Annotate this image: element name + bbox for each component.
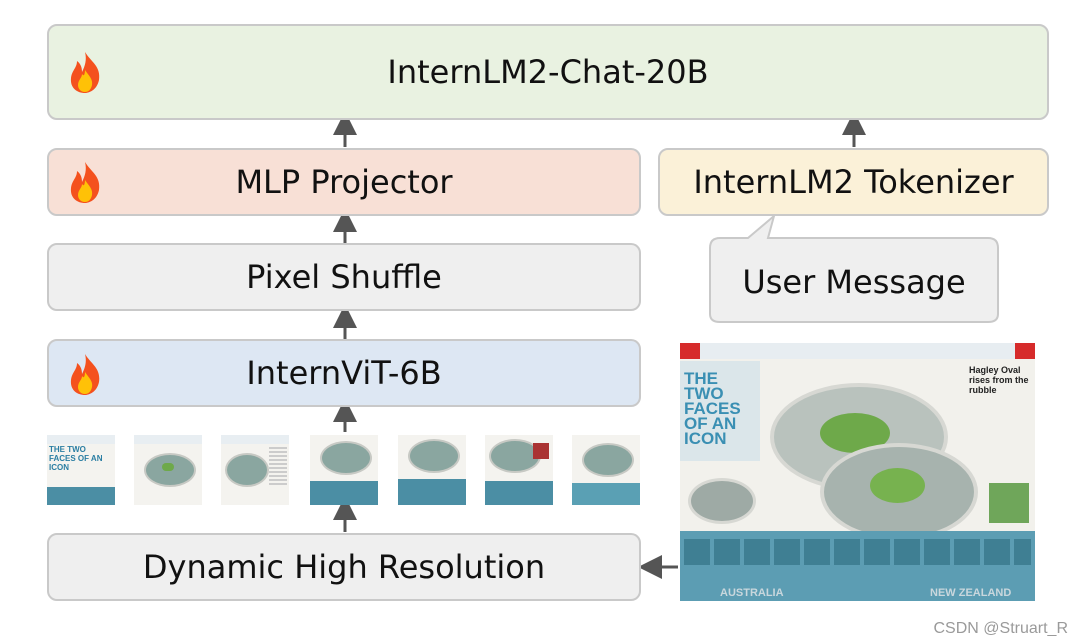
dynamic-resolution-label: Dynamic High Resolution [142,548,546,586]
tokenizer-box: InternLM2 Tokenizer [658,148,1049,216]
image-tile: THE TWO FACES OF AN ICON [47,435,115,505]
tokenizer-label: InternLM2 Tokenizer [693,163,1014,201]
watermark: CSDN @Struart_R [933,620,1069,637]
poster-country-left: AUSTRALIA [720,587,784,599]
image-tile [572,435,640,505]
image-tile [310,435,378,505]
poster-country-right: NEW ZEALAND [930,587,1012,599]
user-message-label: User Message [742,263,966,301]
input-image: THE TWO FACES OF AN ICON Hagley Oval ris… [680,343,1035,601]
dynamic-resolution-box: Dynamic High Resolution [47,533,641,601]
image-tile [134,435,202,505]
image-tile [398,435,466,505]
llm-label: InternLM2-Chat-20B [387,53,709,91]
mlp-projector-label: MLP Projector [235,163,453,201]
pixel-shuffle-box: Pixel Shuffle [47,243,641,311]
image-tile [485,435,553,505]
internvit-box: InternViT-6B [47,339,641,407]
pixel-shuffle-label: Pixel Shuffle [246,258,442,296]
fire-icon [70,52,100,93]
user-message-bubble [709,214,999,323]
mlp-projector-box: MLP Projector [47,148,641,216]
tile-title: THE TWO FACES OF AN ICON [49,445,103,472]
internvit-label: InternViT-6B [246,354,442,392]
llm-box: InternLM2-Chat-20B [47,24,1049,120]
fire-icon [70,354,100,395]
poster-headline: THE TWO FACES OF AN ICON [684,369,741,448]
fire-icon [70,162,100,203]
poster-right-title: Hagley Oval rises from the rubble [969,365,1029,395]
image-tile [221,435,289,505]
